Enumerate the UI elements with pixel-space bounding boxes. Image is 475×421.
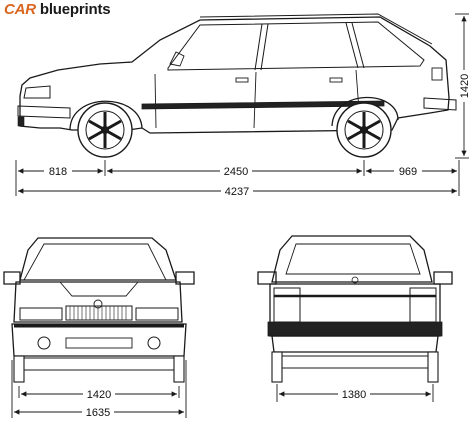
front-wheel [77,102,133,158]
rear-roof [271,235,433,283]
site-logo: CAR blueprints [4,0,111,20]
height-label: 1420 [459,74,471,98]
rear-overhang-label: 969 [399,166,417,178]
overall-length-label: 4237 [225,186,249,198]
rear-wheel [336,102,392,158]
overall-width-label: 1635 [86,407,110,419]
front-track-label: 1420 [87,389,111,401]
rear-track-label: 1380 [342,389,366,401]
side-windows [167,21,425,71]
logo-brand: CAR [4,1,36,18]
logo-suffix: blueprints [39,1,111,18]
rear-view [257,235,453,383]
front-view [3,237,195,383]
side-view [17,13,457,134]
wheelbase-label: 2450 [224,166,248,178]
front-overhang-label: 818 [49,166,67,178]
